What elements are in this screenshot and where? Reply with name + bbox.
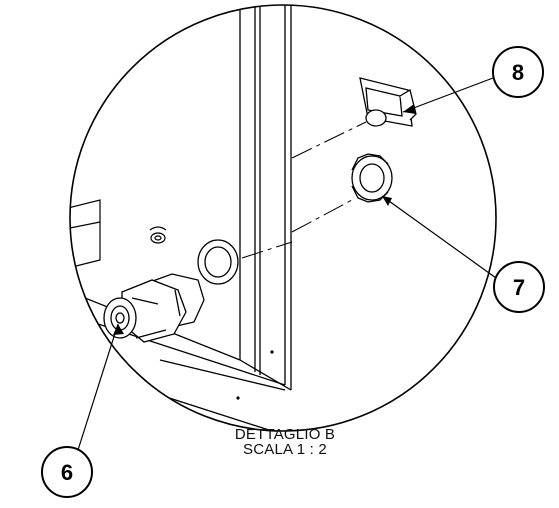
detail-title: DETTAGLIO B — [234, 426, 336, 443]
callout-balloon-6: 6 — [41, 446, 93, 498]
callout-circle-7 — [493, 261, 545, 313]
leader-arrowheads — [113, 104, 416, 335]
leader-line-6 — [77, 323, 119, 451]
ground-stud — [149, 226, 167, 244]
leader-line-8 — [402, 77, 494, 113]
callout-circle-8 — [492, 46, 544, 98]
leader-lines — [77, 77, 497, 451]
callout-number-8: 8 — [512, 60, 524, 85]
callout-circle-6 — [41, 446, 93, 498]
detail-caption: DETTAGLIO B SCALA 1 : 2 — [200, 427, 370, 457]
detail-view-boundary — [69, 4, 497, 432]
lock-nut — [351, 153, 393, 203]
cable-clip — [359, 77, 417, 127]
cable-gland — [103, 273, 205, 343]
detail-view-content — [70, 5, 417, 431]
leader-line-7 — [381, 195, 497, 279]
callout-balloon-8: 8 — [492, 46, 544, 98]
callout-number-6: 6 — [61, 460, 73, 485]
alignment-lines — [241, 121, 367, 259]
inner-bracket — [70, 199, 101, 271]
callout-balloon-7: 7 — [493, 261, 545, 313]
callout-number-7: 7 — [513, 275, 525, 300]
panel-hole — [197, 239, 239, 285]
detail-scale: SCALA 1 : 2 — [243, 441, 327, 458]
cabinet-panel — [70, 5, 301, 431]
